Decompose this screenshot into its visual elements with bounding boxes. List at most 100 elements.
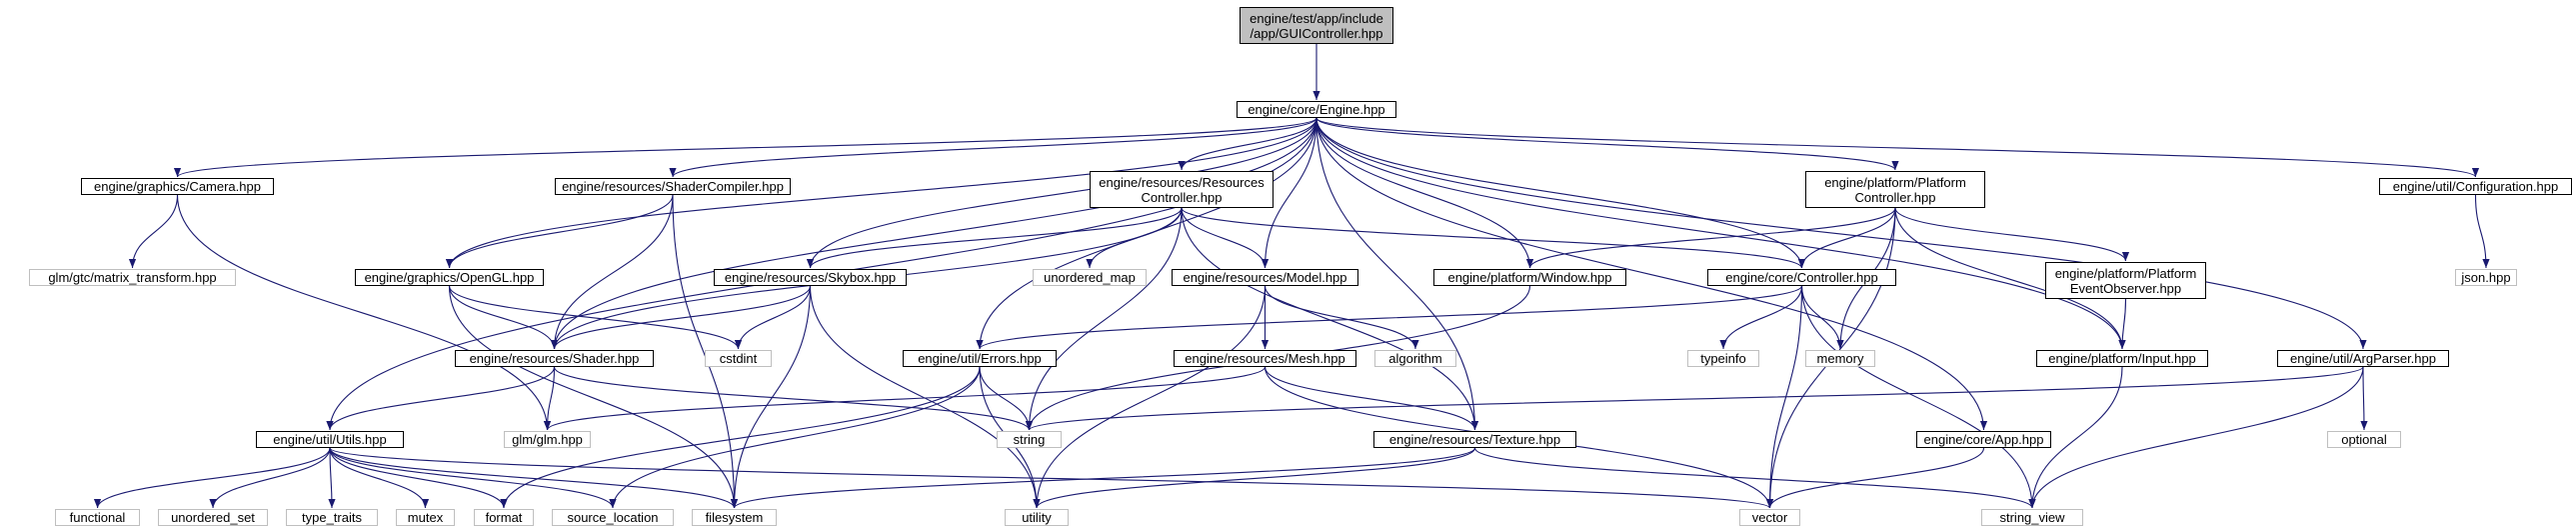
edge-controller-to-typeinfo — [1719, 285, 1803, 350]
node-input[interactable]: engine/platform/Input.hpp — [2036, 350, 2208, 367]
node-opengl[interactable]: engine/graphics/OpenGL.hpp — [355, 269, 544, 286]
edge-model-to-utility — [1033, 285, 1267, 509]
edge-engine-to-input — [1315, 117, 2126, 350]
node-gui[interactable]: engine/test/app/include /app/GUIControll… — [1240, 7, 1393, 44]
node-mesh[interactable]: engine/resources/Mesh.hpp — [1174, 350, 1356, 367]
edge-engine-to-controller — [1315, 117, 1806, 269]
edge-engine-to-texture — [1315, 117, 1479, 431]
edge-shadercompiler-to-opengl — [445, 194, 674, 269]
node-errors[interactable]: engine/util/Errors.hpp — [903, 350, 1057, 367]
node-functional: functional — [55, 509, 140, 526]
edge-utils-to-filesystem — [329, 447, 738, 509]
edge-platcontroller-to-controller — [1797, 207, 1896, 269]
edge-skybox-to-cstdint — [734, 285, 812, 350]
edge-input-to-string_view — [2028, 366, 2123, 509]
edge-opengl-to-shader — [448, 285, 559, 350]
edge-model-to-algorithm — [1264, 285, 1419, 350]
edge-argparser-to-optional — [2360, 366, 2368, 431]
node-skybox[interactable]: engine/resources/Skybox.hpp — [714, 269, 907, 286]
edge-rescontroller-to-string — [1025, 207, 1183, 431]
node-app[interactable]: engine/core/App.hpp — [1916, 431, 2051, 448]
node-rescontroller[interactable]: engine/resources/Resources Controller.hp… — [1090, 171, 1274, 208]
edge-shader-to-string — [553, 366, 1033, 431]
edge-rescontroller-to-texture — [1181, 207, 1479, 431]
edge-eventobserver-to-input — [2118, 298, 2127, 350]
edge-engine-to-app — [1315, 117, 1988, 431]
edge-platcontroller-to-window — [1526, 207, 1896, 269]
edge-engine-to-platcontroller — [1315, 117, 1899, 171]
edge-engine-to-argparser — [1315, 117, 2367, 350]
node-format: format — [474, 509, 534, 526]
node-filesystem: filesystem — [692, 509, 777, 526]
node-shader[interactable]: engine/resources/Shader.hpp — [455, 350, 654, 367]
node-string-view: string_view — [1981, 509, 2083, 526]
edge-utils-to-type_traits — [328, 447, 336, 509]
node-glm: glm/glm.hpp — [504, 431, 591, 448]
edge-controller-to-vector — [1765, 285, 1803, 509]
node-unordered-map: unordered_map — [1033, 269, 1147, 286]
edge-engine-to-shader — [550, 117, 1317, 350]
edge-utils-to-source_location — [329, 447, 617, 509]
node-platcontroller[interactable]: engine/platform/Platform Controller.hpp — [1805, 171, 1985, 208]
edge-rescontroller-to-controller — [1181, 207, 1805, 269]
node-utility: utility — [1005, 509, 1069, 526]
edge-mesh-to-texture — [1264, 366, 1479, 431]
edge-utils-to-unordered_set — [209, 447, 331, 509]
edge-controller-to-errors — [976, 285, 1803, 350]
edge-shadercompiler-to-filesystem — [672, 194, 739, 509]
edge-errors-to-string — [979, 366, 1034, 431]
edge-rescontroller-to-skybox — [807, 207, 1183, 269]
node-configuration[interactable]: engine/util/Configuration.hpp — [2379, 178, 2572, 195]
node-optional: optional — [2327, 431, 2401, 448]
edge-engine-to-camera — [174, 117, 1317, 178]
edge-engine-to-window — [1315, 117, 1534, 269]
node-texture[interactable]: engine/resources/Texture.hpp — [1373, 431, 1576, 448]
edge-mesh-to-glm — [544, 366, 1267, 431]
node-string: string — [997, 431, 1062, 448]
node-source-location: source_location — [552, 509, 674, 526]
edge-engine-to-configuration — [1315, 117, 2479, 178]
edge-utils-to-mutex — [329, 447, 430, 509]
edge-engine-to-opengl — [446, 117, 1317, 269]
edge-opengl-to-filesystem — [448, 285, 739, 509]
node-cstdint: cstdint — [705, 350, 772, 367]
edge-texture-to-filesystem — [731, 447, 1476, 509]
node-json: json.hpp — [2455, 269, 2517, 286]
edge-utils-to-functional — [93, 447, 331, 509]
edge-platcontroller-to-input — [1894, 207, 2126, 350]
edge-engine-to-model — [1261, 117, 1317, 269]
edge-configuration-to-json — [2474, 194, 2490, 269]
edge-engine-to-skybox — [806, 117, 1317, 269]
node-typeinfo: typeinfo — [1687, 350, 1759, 367]
node-model[interactable]: engine/resources/Model.hpp — [1172, 269, 1358, 286]
node-controller[interactable]: engine/core/Controller.hpp — [1707, 269, 1896, 286]
node-engine[interactable]: engine/core/Engine.hpp — [1237, 101, 1396, 118]
node-argparser[interactable]: engine/util/ArgParser.hpp — [2277, 350, 2449, 367]
node-eventobserver[interactable]: engine/platform/Platform EventObserver.h… — [2045, 262, 2206, 299]
node-unordered-set: unordered_set — [158, 509, 268, 526]
edge-controller-to-string_view — [1800, 285, 2036, 509]
node-type-traits: type_traits — [286, 509, 378, 526]
edge-shadercompiler-to-shader — [550, 194, 674, 350]
node-window[interactable]: engine/platform/Window.hpp — [1433, 269, 1626, 286]
node-mutex: mutex — [396, 509, 455, 526]
node-glm-mt: glm/gtc/matrix_transform.hpp — [29, 269, 236, 286]
edge-skybox-to-utility — [809, 285, 1041, 509]
edge-argparser-to-string — [1026, 366, 2364, 431]
node-memory: memory — [1805, 350, 1875, 367]
edge-texture-to-string_view — [1473, 447, 2036, 509]
edge-opengl-to-cstdint — [448, 285, 743, 350]
node-vector: vector — [1739, 509, 1800, 526]
edge-engine-to-shadercompiler — [669, 117, 1317, 178]
edge-app-to-vector — [1765, 447, 1985, 509]
edge-camera-to-glm_mt — [128, 194, 179, 269]
node-camera[interactable]: engine/graphics/Camera.hpp — [81, 178, 274, 195]
node-utils[interactable]: engine/util/Utils.hpp — [256, 431, 404, 448]
node-shadercompiler[interactable]: engine/resources/ShaderCompiler.hpp — [555, 178, 791, 195]
edge-errors-to-source_location — [609, 366, 981, 509]
edge-shader-to-glm — [543, 366, 556, 431]
edge-texture-to-utility — [1033, 447, 1476, 509]
edge-utils-to-vector — [329, 447, 1773, 509]
edge-controller-to-memory — [1800, 285, 1844, 350]
edge-argparser-to-string_view — [2028, 366, 2364, 509]
